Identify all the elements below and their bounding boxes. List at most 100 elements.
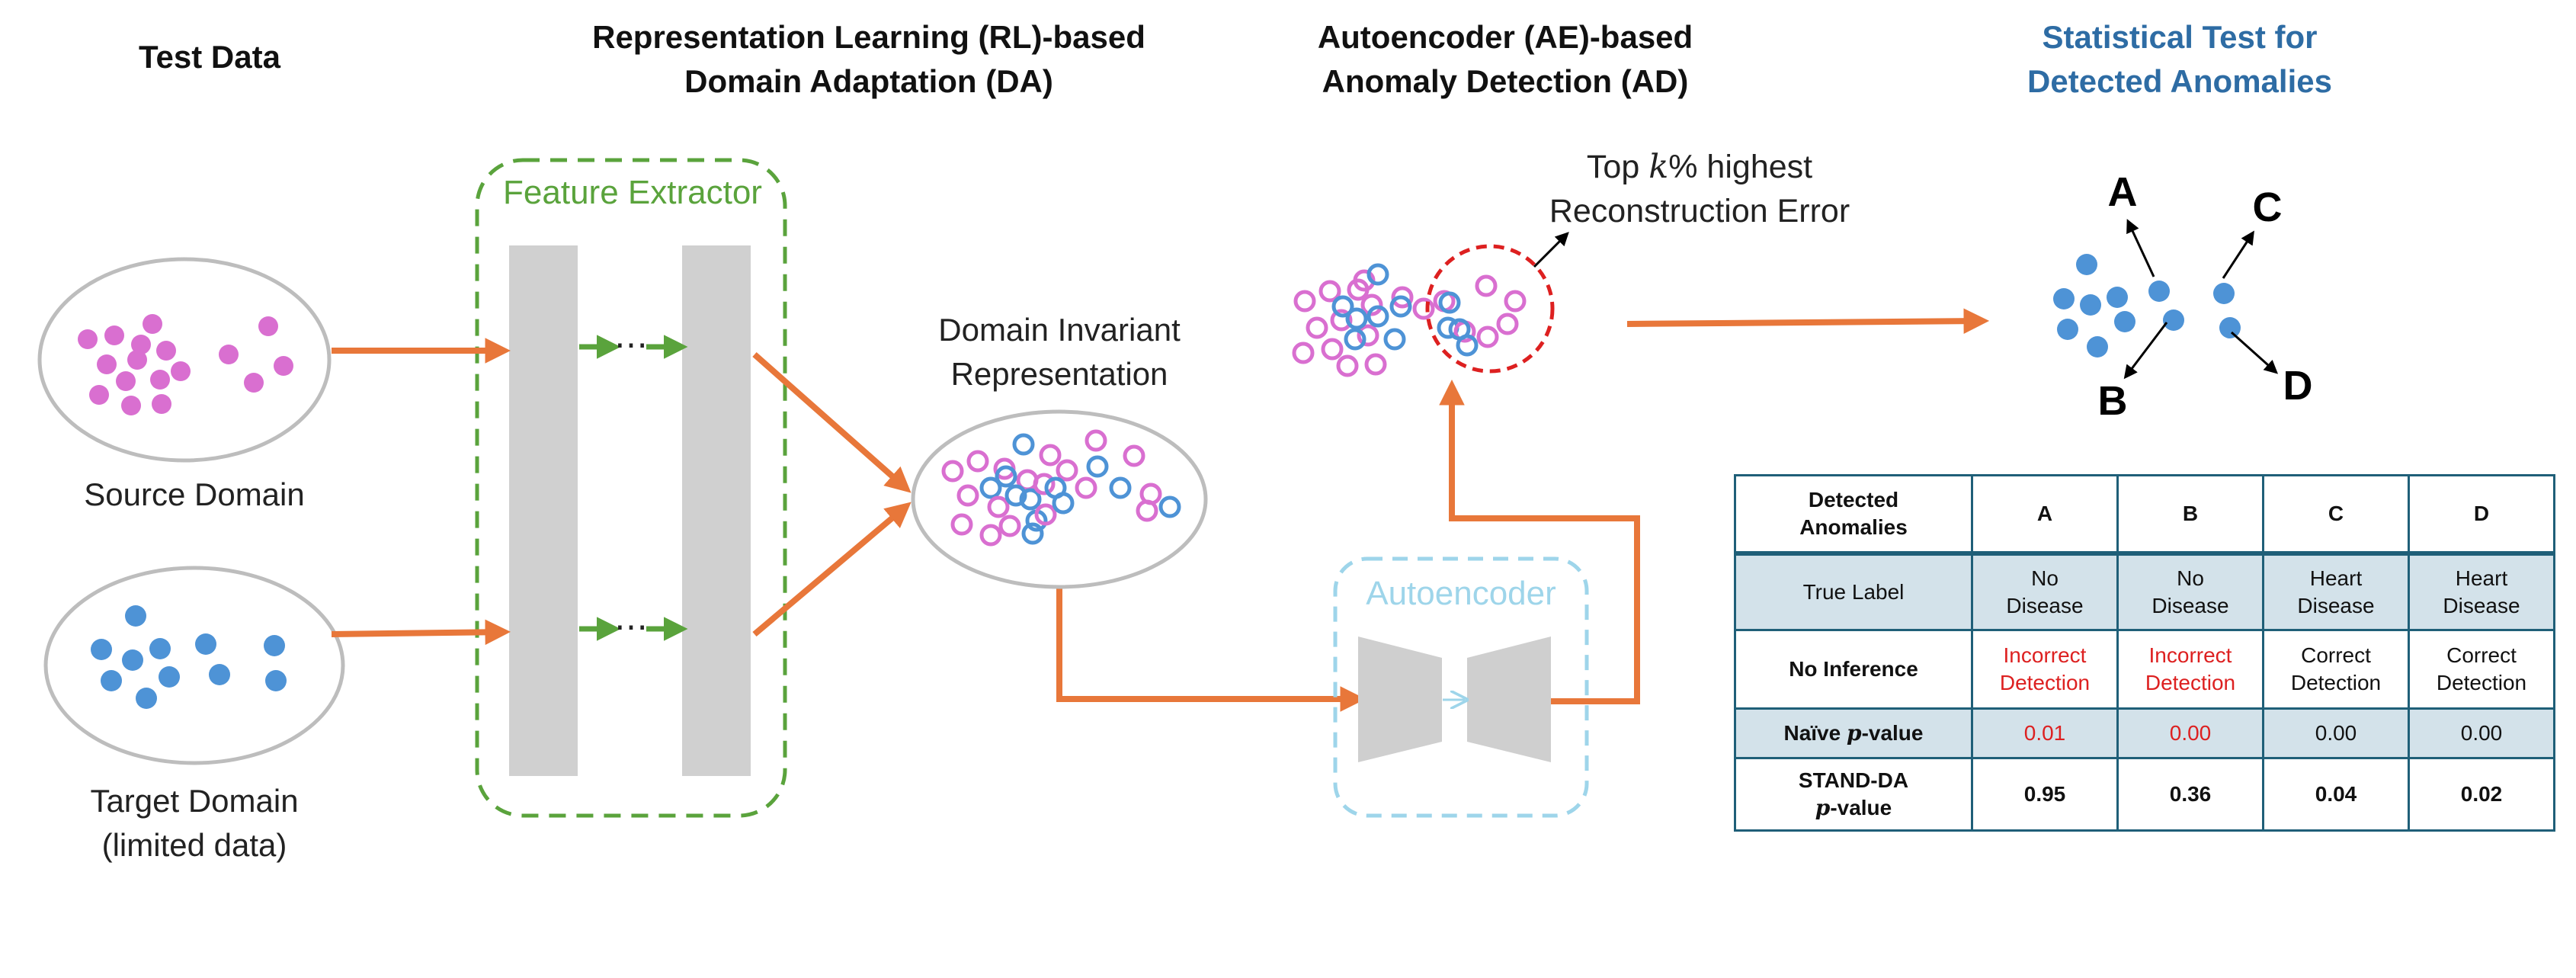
blue-point bbox=[1331, 295, 1354, 318]
header-statistical-test: Statistical Test for Detected Anomalies bbox=[1936, 15, 2424, 104]
pink-point bbox=[1318, 280, 1341, 303]
autoencoder-box bbox=[1333, 556, 1589, 818]
header-rl-da-line1: Representation Learning (RL)-based bbox=[592, 19, 1145, 55]
detected-point bbox=[2114, 311, 2135, 332]
source-domain-points bbox=[78, 314, 293, 415]
header-ae-ad-line2: Anomaly Detection (AD) bbox=[1322, 63, 1689, 99]
representation-point bbox=[1034, 503, 1057, 526]
representation-point bbox=[1033, 473, 1056, 495]
topk-line2: Reconstruction Error bbox=[1549, 193, 1850, 229]
target-point bbox=[159, 666, 180, 688]
dots-bottom: ⋯ bbox=[614, 608, 648, 646]
blue-point bbox=[1389, 295, 1412, 318]
pointer-b bbox=[2123, 322, 2168, 380]
target-domain-line1: Target Domain bbox=[90, 783, 299, 819]
representation-point bbox=[1158, 495, 1181, 518]
arrow-representation-to-autoencoder bbox=[1056, 587, 1366, 712]
arrow-extractor-bottom-to-representation bbox=[752, 502, 912, 637]
detected-point bbox=[2163, 309, 2184, 331]
representation-point bbox=[1012, 433, 1035, 456]
header-stat-line1: Statistical Test for bbox=[2042, 19, 2318, 55]
detected-anomaly-points bbox=[2053, 254, 2241, 358]
detected-point bbox=[2076, 254, 2097, 275]
representation-point bbox=[987, 495, 1010, 518]
detected-point bbox=[2107, 287, 2128, 308]
representation-point bbox=[1004, 484, 1027, 507]
stand-da-pvalue-b: 0.36 bbox=[2116, 757, 2264, 832]
representation-point bbox=[956, 484, 979, 507]
representation-points bbox=[941, 429, 1181, 547]
target-point bbox=[122, 649, 143, 671]
pink-point bbox=[1306, 316, 1328, 339]
target-point bbox=[125, 605, 146, 627]
feature-extractor-label: Feature Extractor bbox=[503, 174, 762, 211]
autoencoder-label: Autoencoder bbox=[1366, 575, 1556, 612]
representation-point bbox=[1136, 499, 1158, 522]
source-point bbox=[143, 314, 162, 334]
anomaly-point bbox=[1496, 313, 1519, 335]
header-ae-ad: Autoencoder (AE)-based Anomaly Detection… bbox=[1231, 15, 1780, 104]
representation-ellipse bbox=[911, 409, 1208, 589]
naive-pvalue-row: Naïve p-value 0.01 0.00 0.00 0.00 bbox=[1734, 707, 2555, 759]
source-point bbox=[171, 361, 191, 381]
pink-point bbox=[1360, 293, 1383, 316]
anomaly-point bbox=[1476, 325, 1499, 348]
point-label-c: C bbox=[2252, 184, 2283, 230]
target-point bbox=[91, 639, 112, 660]
no-inference-name: No Inference bbox=[1734, 629, 1973, 710]
representation-point bbox=[995, 465, 1017, 488]
arrow-target-to-extractor bbox=[331, 619, 511, 646]
encoder-shape bbox=[1358, 637, 1442, 762]
representation-point bbox=[1052, 492, 1075, 515]
detected-point bbox=[2057, 319, 2078, 340]
representation-point bbox=[1075, 476, 1097, 499]
dir-line2: Representation bbox=[950, 356, 1168, 392]
representation-point bbox=[941, 460, 964, 483]
anomaly-highlight-circle bbox=[1425, 244, 1555, 374]
pink-point bbox=[1391, 286, 1414, 309]
naive-pvalue-c: 0.00 bbox=[2262, 707, 2410, 759]
stand-da-pvalue-d: 0.02 bbox=[2408, 757, 2555, 832]
source-point bbox=[219, 345, 239, 364]
representation-point bbox=[1123, 444, 1145, 467]
feature-extractor-box bbox=[475, 158, 787, 818]
source-point bbox=[116, 371, 136, 391]
true-label-name: True Label bbox=[1734, 552, 1973, 631]
anomaly-point bbox=[1504, 290, 1527, 313]
source-point bbox=[89, 385, 109, 405]
header-c: C bbox=[2262, 474, 2410, 555]
source-point bbox=[244, 373, 264, 393]
naive-pvalue-d: 0.00 bbox=[2408, 707, 2555, 759]
point-label-a: A bbox=[2107, 169, 2138, 215]
representation-point bbox=[1019, 488, 1042, 511]
dots-top: ⋯ bbox=[614, 326, 648, 364]
target-point bbox=[209, 664, 230, 685]
source-domain-ellipse bbox=[37, 257, 332, 463]
header-stat-line2: Detected Anomalies bbox=[2027, 63, 2332, 99]
detected-point bbox=[2213, 283, 2235, 304]
source-point bbox=[258, 316, 278, 336]
pink-point bbox=[1292, 341, 1315, 364]
header-rl-da-line2: Domain Adaptation (DA) bbox=[684, 63, 1053, 99]
target-point bbox=[195, 633, 216, 655]
target-domain-points bbox=[91, 605, 287, 709]
naive-pvalue-a: 0.01 bbox=[1971, 707, 2119, 759]
detected-point bbox=[2219, 317, 2241, 338]
header-d: D bbox=[2408, 474, 2555, 555]
header-rl-da: Representation Learning (RL)-based Domai… bbox=[526, 15, 1212, 104]
representation-point bbox=[979, 476, 1002, 499]
domain-invariant-label: Domain Invariant Representation bbox=[869, 308, 1250, 396]
target-domain-label: Target Domain (limited data) bbox=[23, 779, 366, 867]
blue-point bbox=[1366, 263, 1389, 286]
